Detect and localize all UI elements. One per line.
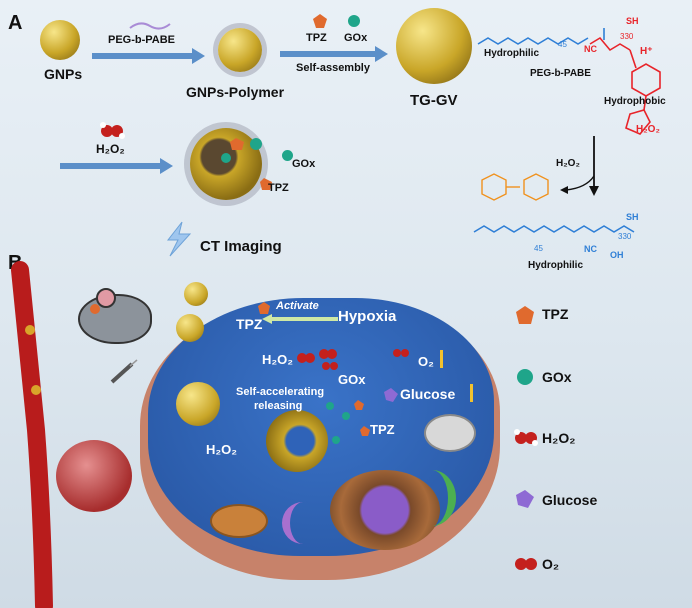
legend-glucose-label: Glucose [542, 492, 598, 508]
glucose-cell-label: Glucose [400, 386, 456, 402]
gox-arrow-label: GOx [344, 32, 368, 44]
particle-payload [221, 138, 272, 190]
step-arrow-3 [60, 158, 173, 174]
gox-particle-label: GOx [292, 158, 316, 170]
gox-small-icon [348, 15, 360, 27]
glucose-cell-icon [384, 388, 398, 402]
gox-dot-a [282, 150, 293, 161]
sh-top: SH [626, 16, 639, 26]
h2o2-lower-label: H₂O₂ [206, 442, 238, 457]
n45-sub-bottom: 45 [534, 244, 543, 253]
gnp-polymer-sphere [218, 28, 262, 72]
tpz-release-label: TPZ [370, 422, 395, 437]
legend-glucose-icon [516, 490, 534, 508]
peg-pabe-structure [477, 28, 661, 135]
o2-cell-label: O₂ [418, 354, 434, 369]
ct-lightning-icon [166, 221, 192, 257]
degradation-arrow [560, 136, 599, 196]
tpz-cell-label: TPZ [236, 316, 263, 332]
self-assembly-label: Self-assembly [296, 62, 370, 74]
legend-h2o2-label: H₂O₂ [542, 430, 576, 446]
tg-gv-label: TG-GV [410, 92, 458, 109]
h2o2-cell-label: H₂O₂ [262, 352, 294, 367]
step-arrow-2 [280, 46, 388, 62]
released-particle [190, 128, 262, 200]
gox-cell-label: GOx [338, 372, 366, 387]
endosome-particle [176, 382, 220, 426]
peg-arrow-label: PEG-b-PABE [108, 34, 176, 46]
activate-label: Activate [276, 300, 319, 312]
h2o2-arrow-label: H₂O₂ [556, 158, 580, 169]
legend-tpz-label: TPZ [542, 306, 569, 322]
mitochondrion-2 [424, 414, 476, 452]
n330-sub-bottom: 330 [618, 232, 632, 241]
o2-cluster [393, 349, 409, 357]
tpz-particle-label: TPZ [268, 182, 289, 194]
o2-down-bar [440, 350, 443, 368]
legend-h2o2-icon [514, 429, 538, 446]
tpz-cell-icon [258, 302, 270, 314]
gnp-sphere [40, 20, 80, 60]
h-plus-label: H⁺ [640, 46, 653, 57]
entering-particle-2 [176, 314, 204, 342]
blood-vessel [11, 261, 53, 608]
sh-bottom: SH [626, 212, 639, 222]
oh-bottom: OH [610, 250, 624, 260]
hydrophilic-top-label: Hydrophilic [484, 48, 540, 59]
legend-tpz-icon [516, 306, 534, 324]
entering-particle-1 [184, 282, 208, 306]
legend-o2-label: O₂ [542, 556, 560, 572]
glucose-down-bar [470, 384, 473, 402]
byproduct-structure [481, 173, 549, 201]
tg-gv-sphere [396, 8, 472, 84]
legend-gox-label: GOx [542, 369, 572, 385]
n45-sub: 45 [558, 40, 567, 49]
self-accelerating-label: Self-accelerating [236, 386, 325, 398]
polymer-chain-icon [129, 22, 171, 30]
tumor [56, 440, 132, 512]
peg-pabe-label: PEG-b-PABE [530, 68, 591, 79]
h2o2-molecule-icon [100, 122, 125, 139]
gnps-polymer-label: GNPs-Polymer [186, 84, 285, 100]
syringe-icon [110, 359, 138, 384]
mitochondrion-1 [210, 504, 268, 538]
h2o2-row-label: H₂O₂ [96, 142, 125, 156]
releasing-particle [266, 410, 328, 472]
golgi [282, 502, 324, 544]
hydrophilic-product-structure [473, 225, 635, 233]
hydrophilic-bottom-label: Hydrophilic [528, 260, 584, 271]
panel-a-letter: A [8, 12, 23, 34]
nc-bottom: NC [584, 244, 597, 254]
ct-imaging-label: CT Imaging [200, 238, 282, 255]
tpz-small-icon [313, 14, 327, 28]
gnps-label: GNPs [44, 66, 83, 82]
h2o2-side-label: H₂O₂ [636, 124, 660, 135]
released-payload [326, 400, 370, 444]
n330-sub: 330 [620, 32, 634, 41]
mouse-tumor-dot [90, 304, 100, 314]
nc-top: NC [584, 44, 597, 54]
er-green [408, 470, 456, 526]
mouse-ear [96, 288, 116, 308]
activate-arrow [262, 314, 338, 324]
legend-gox-icon [517, 369, 533, 385]
hypoxia-label: Hypoxia [338, 308, 397, 325]
step-arrow-1 [92, 48, 205, 64]
hydrophobic-label: Hydrophobic [604, 96, 666, 107]
releasing-label: releasing [254, 400, 303, 412]
h2o2-cluster [297, 349, 338, 370]
tpz-arrow-label: TPZ [306, 32, 327, 44]
legend-o2-icon [515, 558, 537, 570]
